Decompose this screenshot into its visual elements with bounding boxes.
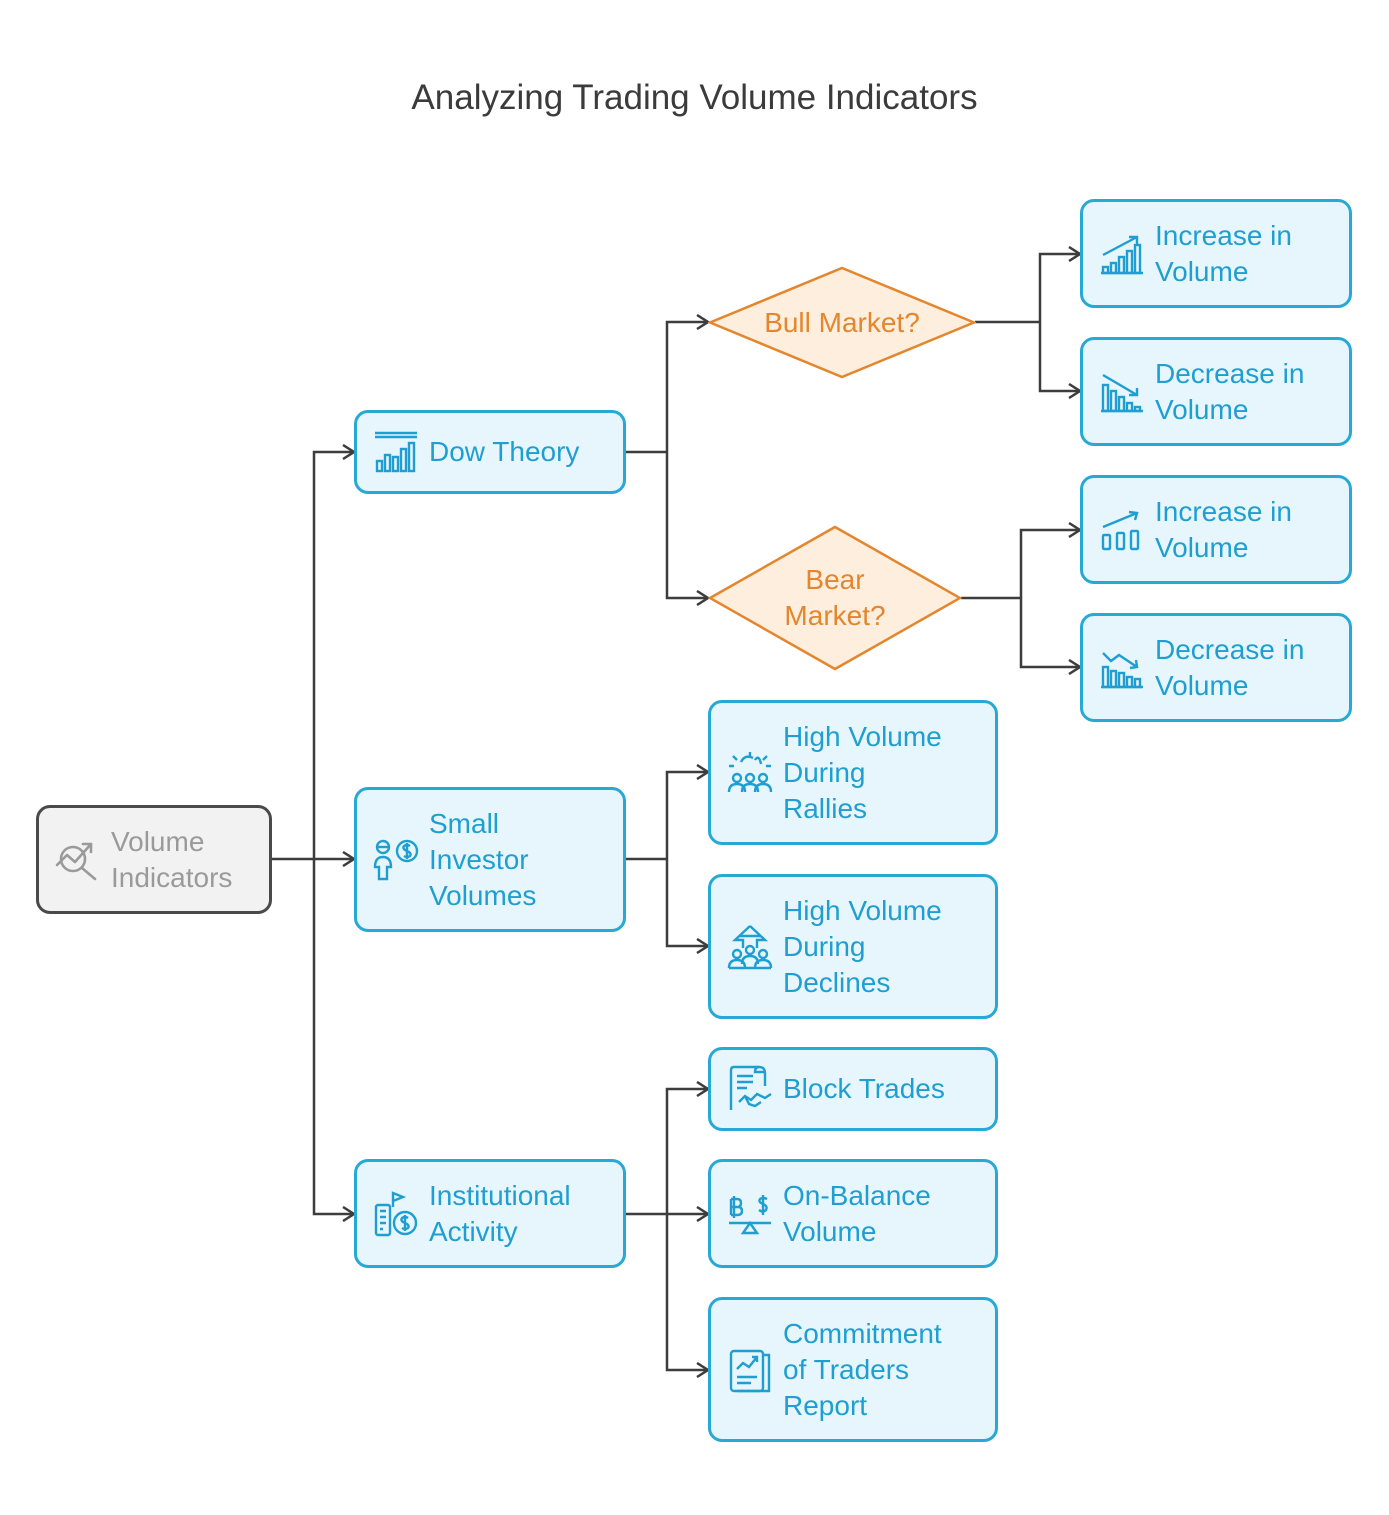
node-label: Increase in Volume: [1155, 495, 1292, 563]
node-label: Volume Indicators: [111, 825, 233, 893]
node-bear-increase-in-volume[interactable]: Increase in Volume: [1080, 475, 1352, 584]
node-on-balance-volume[interactable]: On-Balance Volume: [708, 1159, 998, 1268]
connector-bear-market: [665, 452, 708, 598]
building-dollar-icon: [371, 1189, 421, 1239]
node-bull-increase-in-volume[interactable]: Increase in Volume: [1080, 199, 1352, 308]
connector-rallies: [665, 772, 708, 859]
node-label: Increase in Volume: [1155, 219, 1292, 287]
connector-bull-increase: [1038, 254, 1080, 322]
connector-bull-market: [665, 322, 708, 452]
connector-bear-decrease: [1019, 598, 1080, 667]
node-label: Decrease in Volume: [1155, 357, 1305, 425]
node-volume-indicators[interactable]: Volume Indicators: [36, 805, 272, 914]
node-label: Small Investor Volumes: [429, 807, 537, 911]
node-bear-decrease-in-volume[interactable]: Decrease in Volume: [1080, 613, 1352, 722]
node-label: High Volume During Declines: [783, 894, 942, 998]
connector-bear-increase: [1019, 530, 1080, 598]
node-block-trades[interactable]: Block Trades: [708, 1047, 998, 1131]
node-label: Decrease in Volume: [1155, 633, 1305, 701]
decision-bull-market[interactable]: Bull Market?: [706, 266, 978, 379]
connector-bull-decrease: [1038, 322, 1080, 391]
falling-bars-icon: [1097, 367, 1147, 417]
decision-bear-market[interactable]: Bear Market?: [707, 525, 963, 671]
node-institutional-activity[interactable]: Institutional Activity: [354, 1159, 626, 1268]
rising-bars-icon: [1097, 229, 1147, 279]
node-label: Institutional Activity: [429, 1179, 571, 1247]
node-dow-theory[interactable]: Dow Theory: [354, 410, 626, 494]
trend-search-icon: [53, 835, 103, 885]
node-high-volume-during-declines[interactable]: High Volume During Declines: [708, 874, 998, 1019]
node-label: Dow Theory: [429, 436, 580, 467]
node-label: Block Trades: [783, 1073, 945, 1104]
node-bull-decrease-in-volume[interactable]: Decrease in Volume: [1080, 337, 1352, 446]
contract-handshake-icon: [725, 1064, 775, 1114]
connector-block-trades: [665, 1089, 708, 1214]
diamond-shape: [707, 525, 963, 671]
node-label: Commitment of Traders Report: [783, 1317, 942, 1421]
crowd-arrow-icon: [725, 922, 775, 972]
connector-cot: [665, 1214, 708, 1370]
rising-bars-icon: [1097, 505, 1147, 555]
node-label: High Volume During Rallies: [783, 720, 942, 824]
diamond-shape: [706, 266, 978, 379]
node-commitment-of-traders-report[interactable]: Commitment of Traders Report: [708, 1297, 998, 1442]
investor-dollar-icon: [371, 835, 421, 885]
diagram-title: Analyzing Trading Volume Indicators: [411, 78, 978, 117]
connector-dow-theory: [312, 452, 354, 859]
report-chart-icon: [725, 1345, 775, 1395]
node-small-investor-volumes[interactable]: Small Investor Volumes: [354, 787, 626, 932]
balance-scale-icon: [725, 1189, 775, 1239]
decision-label: Bull Market?: [764, 306, 920, 338]
celebrating-crowd-icon: [725, 748, 775, 798]
decision-label: Bear Market?: [784, 564, 886, 631]
falling-bars-icon: [1097, 643, 1147, 693]
node-high-volume-during-rallies[interactable]: High Volume During Rallies: [708, 700, 998, 845]
bar-chart-icon: [371, 427, 421, 477]
connector-declines: [665, 859, 708, 946]
node-label: On-Balance Volume: [783, 1179, 931, 1247]
connector-institutional: [312, 859, 354, 1214]
